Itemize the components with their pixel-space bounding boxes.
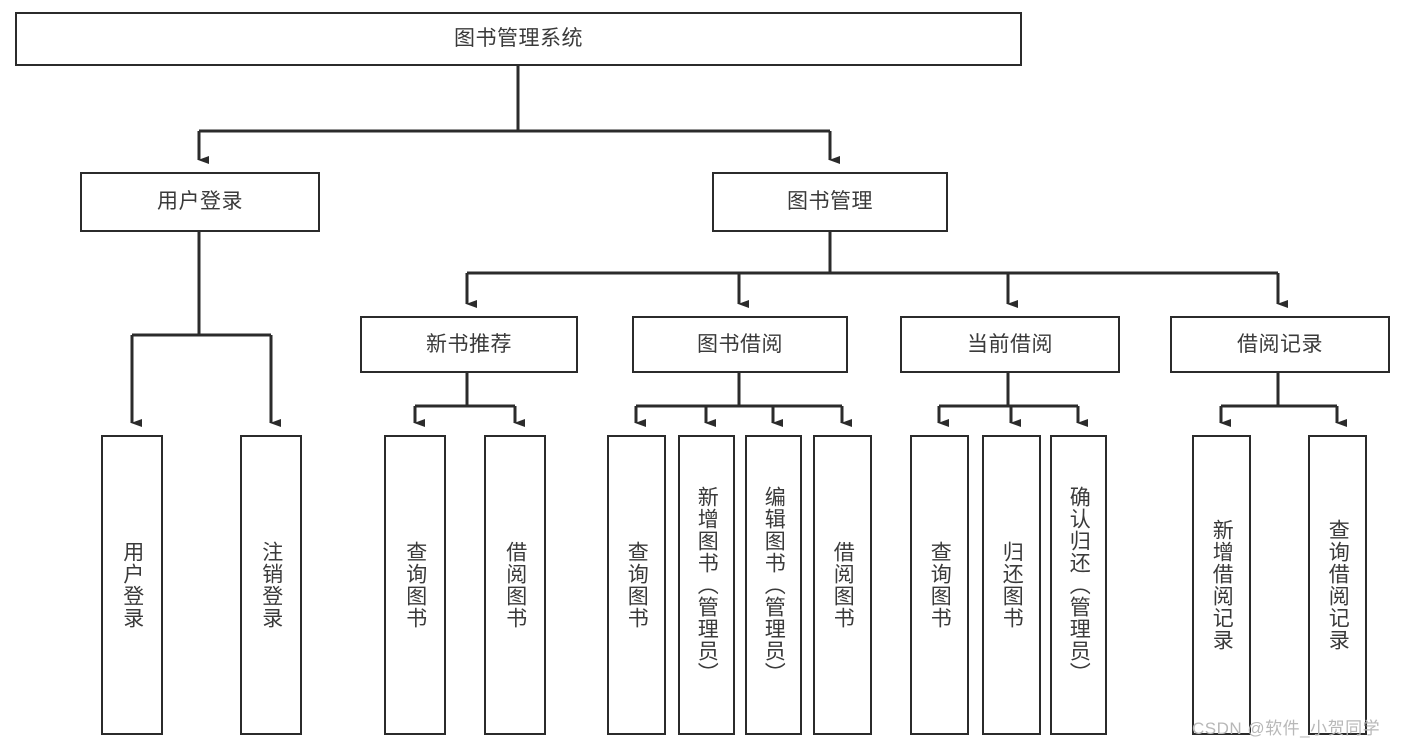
leaf-confirm-return-admin[interactable]: 确认归还（管理员）: [1050, 435, 1107, 735]
node-label: 图书管理: [787, 190, 873, 214]
leaf-logout[interactable]: 注销登录: [240, 435, 302, 735]
node-label: 用户登录: [157, 190, 243, 214]
node-label: 新增借阅记录: [1210, 519, 1234, 651]
node-label: 确认归还（管理员）: [1067, 486, 1091, 684]
node-label: 用户登录: [120, 541, 144, 629]
node-label: 查询图书: [403, 541, 427, 629]
leaf-user-login[interactable]: 用户登录: [101, 435, 163, 735]
leaf-query-book-borrowing[interactable]: 查询图书: [607, 435, 666, 735]
node-label: 当前借阅: [967, 332, 1053, 356]
leaf-query-book-newbook[interactable]: 查询图书: [384, 435, 446, 735]
csdn-watermark: CSDN @软件_小贺同学: [1192, 719, 1381, 738]
leaf-borrow-book-newbook[interactable]: 借阅图书: [484, 435, 546, 735]
leaf-add-borrow-record[interactable]: 新增借阅记录: [1192, 435, 1251, 735]
leaf-return-book[interactable]: 归还图书: [982, 435, 1041, 735]
leaf-query-book-current[interactable]: 查询图书: [910, 435, 969, 735]
leaf-query-borrow-record[interactable]: 查询借阅记录: [1308, 435, 1367, 735]
node-label: 新书推荐: [426, 332, 512, 356]
node-label: 查询借阅记录: [1326, 519, 1350, 651]
node-label: 图书借阅: [697, 332, 783, 356]
node-label: 查询图书: [928, 541, 952, 629]
node-label: 查询图书: [625, 541, 649, 629]
node-label: 编辑图书（管理员）: [762, 486, 786, 684]
leaf-edit-book-admin[interactable]: 编辑图书（管理员）: [745, 435, 802, 735]
node-label: 借阅记录: [1237, 332, 1323, 356]
node-label: 新增图书（管理员）: [695, 486, 719, 684]
leaf-add-book-admin[interactable]: 新增图书（管理员）: [678, 435, 735, 735]
node-label: 借阅图书: [503, 541, 527, 629]
node-borrow-records[interactable]: 借阅记录: [1170, 316, 1390, 373]
node-book-management[interactable]: 图书管理: [712, 172, 948, 232]
node-label: 借阅图书: [831, 541, 855, 629]
node-new-book-recommendation[interactable]: 新书推荐: [360, 316, 578, 373]
node-label: 归还图书: [1000, 541, 1024, 629]
node-label: 图书管理系统: [454, 27, 583, 51]
node-user-login[interactable]: 用户登录: [80, 172, 320, 232]
leaf-borrow-book-borrowing[interactable]: 借阅图书: [813, 435, 872, 735]
node-book-borrowing[interactable]: 图书借阅: [632, 316, 848, 373]
node-current-borrowing[interactable]: 当前借阅: [900, 316, 1120, 373]
node-label: 注销登录: [259, 541, 283, 629]
node-root-system[interactable]: 图书管理系统: [15, 12, 1022, 66]
